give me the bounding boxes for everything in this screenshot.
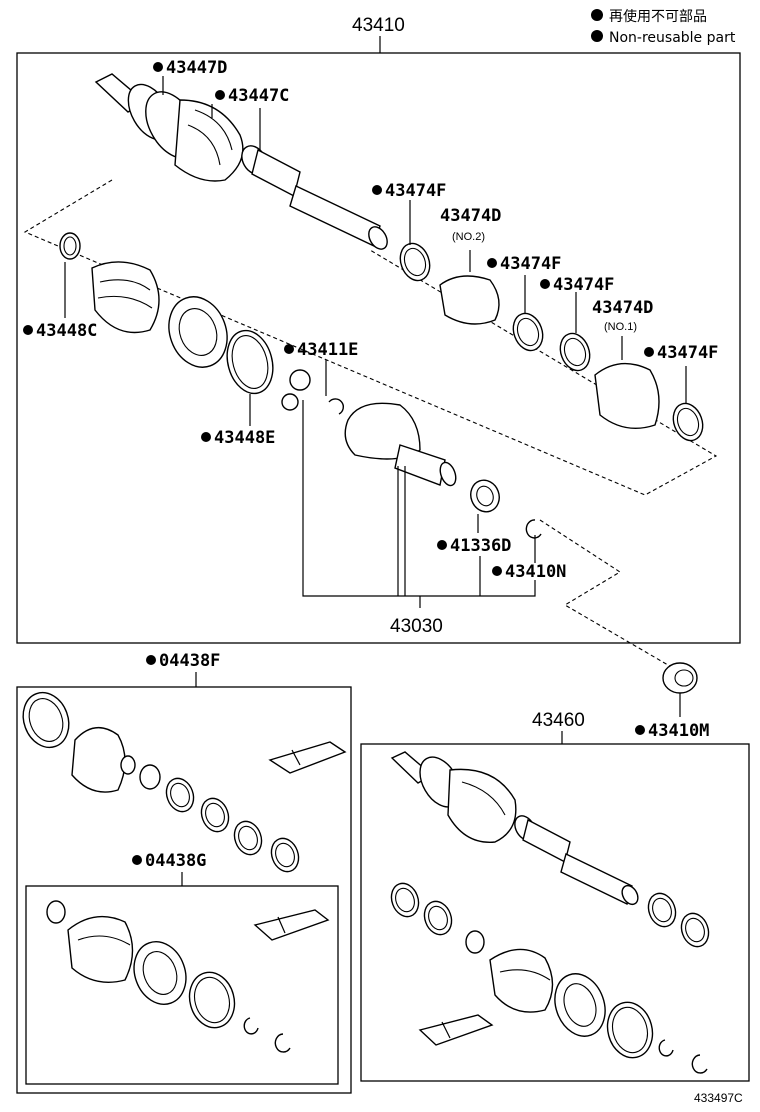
inboard-joint-set <box>281 369 542 539</box>
kit-04438F-parts <box>22 691 347 873</box>
outboard-boot-set <box>59 232 274 395</box>
part-label-43474D-1[interactable]: 43474D <box>592 298 653 318</box>
part-label-43448C[interactable]: 43448C <box>36 321 97 341</box>
damper-set <box>399 242 704 442</box>
part-label-43474D-2[interactable]: 43474D <box>440 206 501 226</box>
drive-shaft-upper <box>94 73 388 250</box>
part-label-43411E[interactable]: 43411E <box>297 340 358 360</box>
drive-shaft-rh <box>390 751 710 1074</box>
grease-pack-icon <box>418 1014 494 1046</box>
legend-dot-icon <box>591 9 603 21</box>
part-label-43474F-4[interactable]: 43474F <box>657 343 718 363</box>
diagram-code: 433497C <box>694 1091 743 1105</box>
part-labels-main: 43447D 43447C 43474F 43474D (NO.2) 43474… <box>23 58 718 637</box>
main-assembly-frame <box>16 52 741 644</box>
part-label-43474F-1[interactable]: 43474F <box>385 181 446 201</box>
grease-pack-icon <box>268 741 347 774</box>
kit-04438F-label[interactable]: 04438F <box>159 651 220 671</box>
legend-jp: 再使用不可部品 <box>609 8 707 25</box>
part-43410M-bearing: 43410M <box>635 662 709 741</box>
part-label-43410M[interactable]: 43410M <box>648 721 709 741</box>
part-label-43448E[interactable]: 43448E <box>214 428 275 448</box>
leader-lines-main <box>64 76 687 608</box>
kit-04438G-label[interactable]: 04438G <box>145 851 206 871</box>
part-label-43447D[interactable]: 43447D <box>166 58 227 78</box>
legend: 再使用不可部品 Non-reusable part <box>591 8 736 46</box>
part-label-43447C[interactable]: 43447C <box>228 86 289 106</box>
assembly-43410-label[interactable]: 43410 <box>352 15 405 36</box>
part-label-43474F-2[interactable]: 43474F <box>500 254 561 274</box>
leader-dashed-43410M <box>539 519 681 673</box>
assembly-43460-label[interactable]: 43460 <box>532 710 585 731</box>
kit-04438G-parts <box>46 900 330 1053</box>
legend-en: Non-reusable part <box>609 30 736 46</box>
rh-assembly-frame <box>360 743 750 1082</box>
kit-04438F-frame <box>16 686 352 1094</box>
part-label-43410N[interactable]: 43410N <box>505 562 566 582</box>
part-label-43474F-3[interactable]: 43474F <box>553 275 614 295</box>
legend-dot-icon <box>591 30 603 42</box>
part-sublabel-no2: (NO.2) <box>452 231 485 243</box>
part-sublabel-no1: (NO.1) <box>604 321 637 333</box>
part-label-41336D[interactable]: 41336D <box>450 536 511 556</box>
grease-pack-icon <box>253 909 330 941</box>
assembly-43030-label[interactable]: 43030 <box>390 616 443 637</box>
